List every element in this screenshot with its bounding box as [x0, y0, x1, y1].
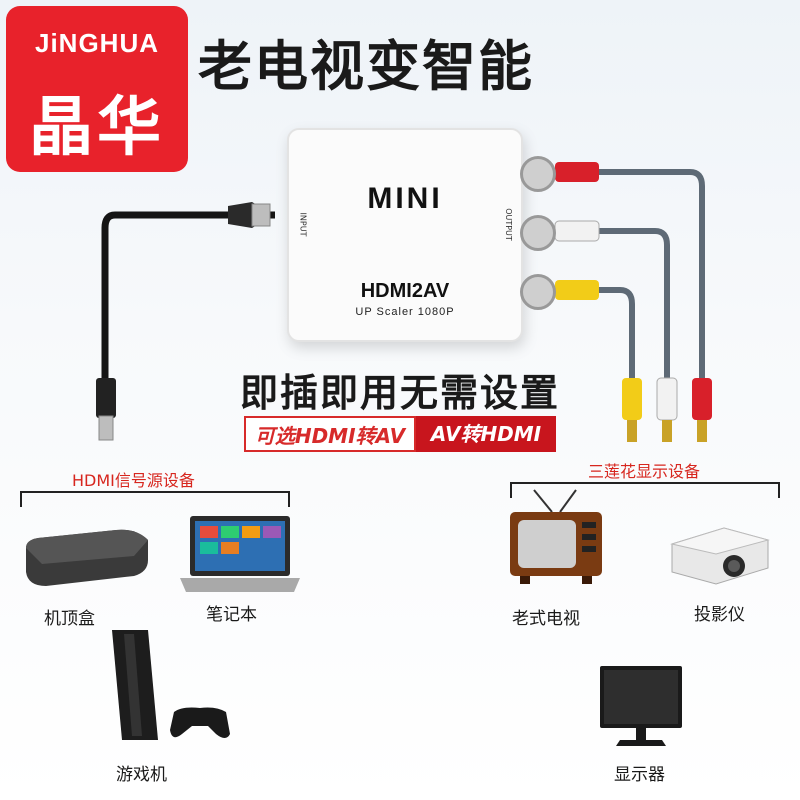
game-console-icon [112, 630, 230, 740]
monitor-icon [600, 666, 682, 746]
label-game-console: 游戏机 [116, 765, 167, 785]
display-group-label: 三莲花显示设备 [588, 462, 701, 481]
settop-box-icon [26, 529, 148, 586]
source-group-bracket [20, 491, 290, 507]
hdmi-cable [96, 202, 275, 441]
old-tv-icon [510, 489, 602, 584]
tag-hdmi-to-av: 可选HDMI转AV [244, 416, 416, 452]
slogan: 即插即用无需设置 [240, 371, 561, 415]
device-name: MINI [367, 182, 443, 215]
rca-port-yellow [520, 274, 556, 310]
device-model: HDMI2AV [360, 280, 450, 302]
rca-cable-red [555, 162, 712, 442]
projector-icon [670, 527, 770, 585]
tag-av-to-hdmi: AV转HDMI [416, 416, 556, 452]
logo-english: JiNGHUA [34, 28, 159, 58]
label-monitor: 显示器 [614, 765, 665, 785]
brand-logo: JiNGHUA 晶华 [6, 6, 188, 172]
device-subtitle: UP Scaler 1080P [355, 306, 455, 318]
display-group-bracket [510, 482, 780, 498]
converter-device: MINI HDMI2AV UP Scaler 1080P INPUT OUTPU… [287, 128, 523, 342]
input-label: INPUT [298, 212, 308, 237]
logo-chinese: 晶华 [29, 91, 165, 165]
source-group-label: HDMI信号源设备 [72, 471, 195, 490]
headline: 老电视变智能 [198, 35, 534, 98]
label-old-tv: 老式电视 [512, 609, 580, 629]
output-label: OUTPUT [504, 208, 514, 241]
laptop-icon [180, 516, 300, 592]
label-settop-box: 机顶盒 [44, 609, 95, 629]
rca-cable-yellow [555, 280, 642, 442]
rca-cable-white [554, 220, 678, 442]
rca-port-white [520, 215, 556, 251]
rca-port-red [520, 156, 556, 192]
label-projector: 投影仪 [694, 605, 745, 625]
label-laptop: 笔记本 [206, 605, 257, 625]
